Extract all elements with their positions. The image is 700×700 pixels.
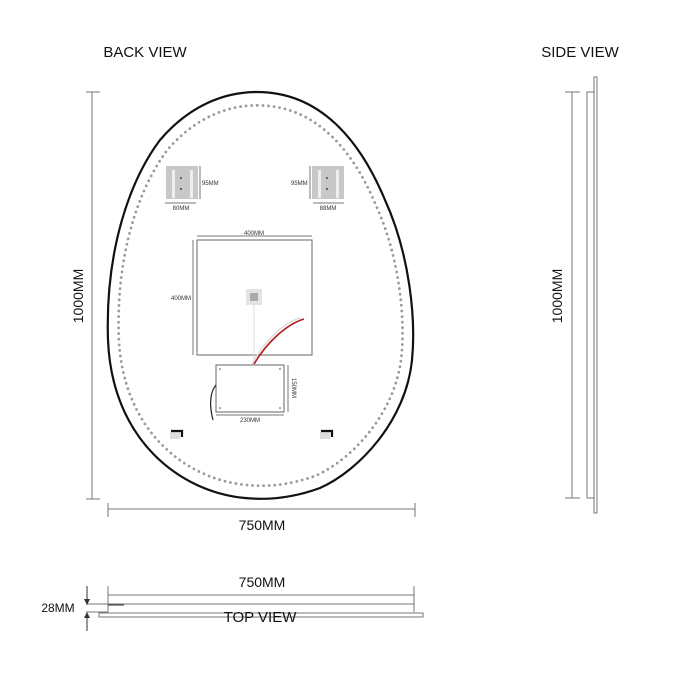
power-wire-red	[253, 318, 305, 365]
left-bottom-hook	[170, 429, 184, 439]
back-height-dimension	[86, 91, 100, 500]
top-view-title: TOP VIEW	[224, 609, 298, 626]
driver-box-width-label: 230MM	[240, 418, 260, 424]
side-height-label: 1000MM	[549, 269, 565, 323]
top-depth-label: 28MM	[41, 601, 74, 615]
top-width-dimension	[107, 586, 415, 612]
mirror-outline	[106, 90, 415, 500]
right-bracket-width-label: 88MM	[320, 206, 337, 212]
side-view-title: SIDE VIEW	[541, 44, 619, 61]
right-bottom-hook	[320, 429, 334, 439]
power-wire-white	[251, 317, 301, 365]
back-width-dimension	[107, 503, 416, 517]
led-dot-ring	[117, 103, 404, 488]
side-height-dimension	[565, 91, 580, 499]
pad-height-label: 400MM	[171, 296, 191, 302]
top-width-label: 750MM	[239, 574, 286, 590]
side-mirror-glass	[593, 76, 598, 514]
back-height-label: 1000MM	[70, 269, 86, 323]
left-bracket-width-label: 80MM	[173, 206, 190, 212]
right-hanging-bracket	[309, 166, 344, 204]
side-mirror-body	[586, 91, 595, 499]
back-view-title: BACK VIEW	[103, 44, 187, 61]
driver-box	[215, 364, 285, 413]
driver-box-height-label: 150MM	[290, 378, 296, 398]
right-bracket-height-label: 95MM	[291, 181, 308, 187]
top-mirror-glass	[98, 612, 424, 618]
driver-cable	[210, 384, 217, 421]
back-width-label: 750MM	[239, 517, 286, 533]
left-hanging-bracket	[165, 166, 201, 204]
left-bracket-height-label: 95MM	[202, 181, 219, 187]
pad-width-label: 400MM	[244, 231, 264, 237]
